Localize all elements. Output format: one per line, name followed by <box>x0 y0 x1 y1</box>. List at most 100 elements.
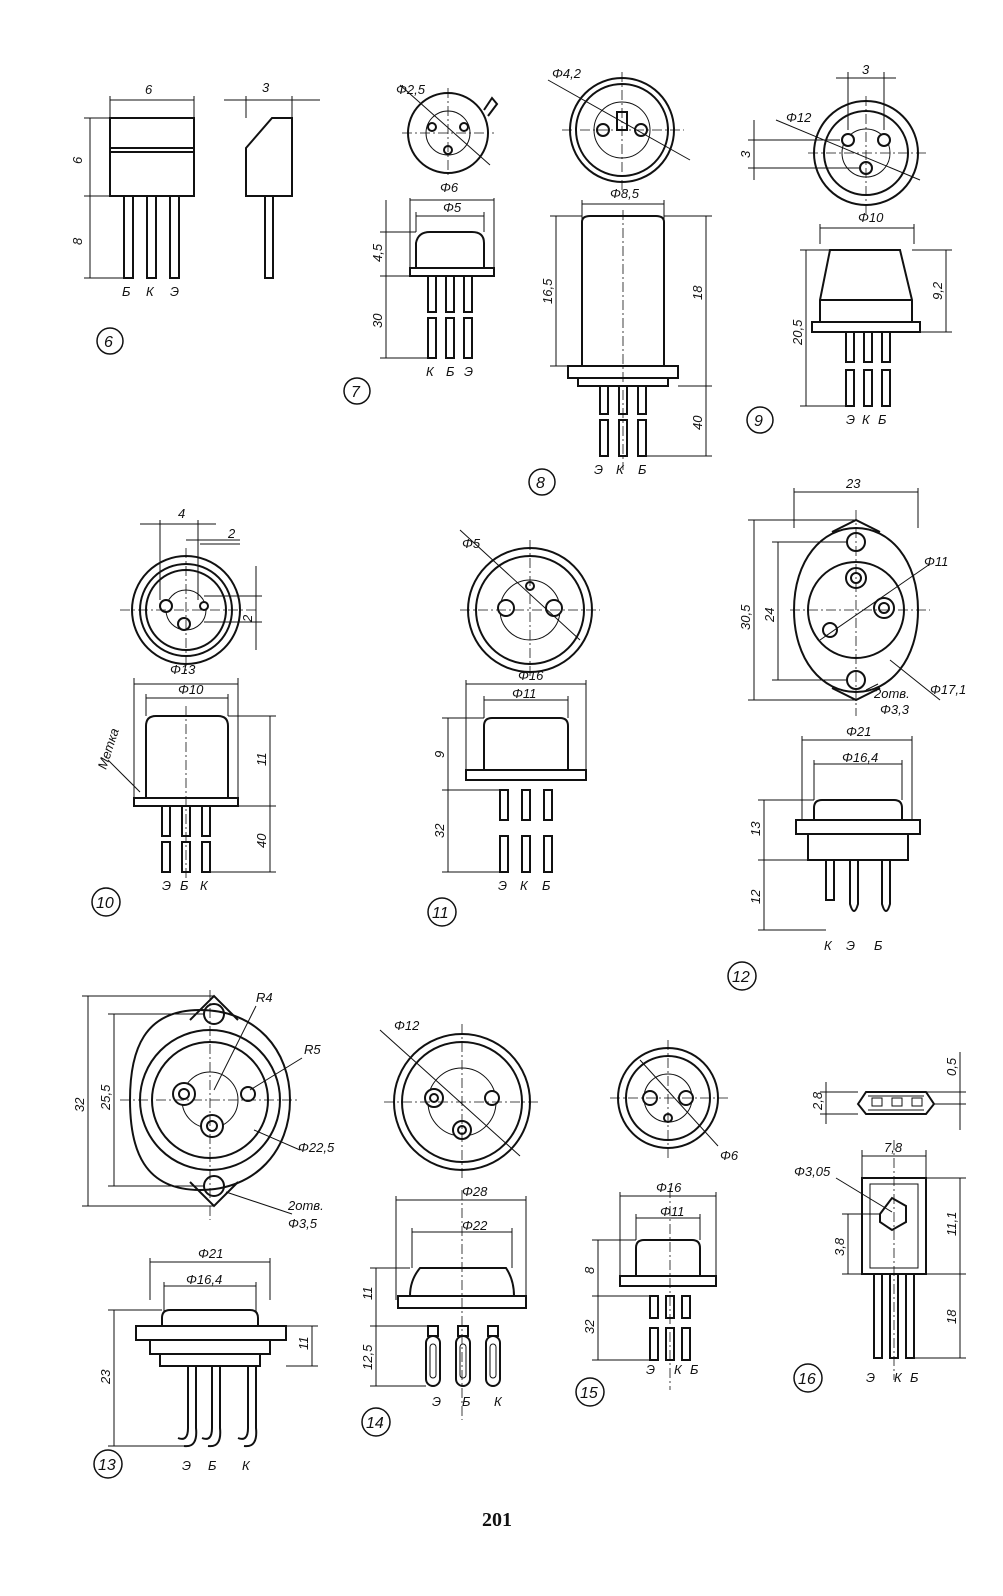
fig7-dim-d1: Φ2,5 <box>396 82 426 97</box>
fig13-pin-1: Э <box>182 1458 191 1473</box>
figure-7: Φ2,5 Φ6 Φ5 4,5 30 К Б Э 7 <box>343 82 499 405</box>
figure-6: 6 6 8 Б К Э 3 6 <box>70 80 320 355</box>
fig12-pin-3: Б <box>874 938 883 953</box>
fig12-label: 12 <box>732 969 750 986</box>
fig12-dim-w: 23 <box>845 476 861 491</box>
fig9-pin-1: Э <box>846 412 855 427</box>
figure-10: 4 2 2 Φ13 Φ10 11 40 Метка Э Б К 10 <box>91 506 276 917</box>
fig11-dim-d3: Φ11 <box>512 686 536 701</box>
fig10-pin-3: К <box>200 878 209 893</box>
fig7-dim-d2: Φ6 <box>440 180 459 195</box>
fig9-dim-d2: Φ10 <box>858 210 884 225</box>
fig15-label: 15 <box>580 1385 598 1402</box>
fig15-dim-d2: Φ16 <box>656 1180 682 1195</box>
fig16-dim-leads: 18 <box>944 1309 959 1324</box>
fig10-pin-1: Э <box>162 878 171 893</box>
fig11-pin-2: К <box>520 878 529 893</box>
fig8-pin-2: К <box>616 462 625 477</box>
fig16-dim-h: 11,1 <box>944 1212 959 1236</box>
fig11-pin-3: Б <box>542 878 551 893</box>
fig8-dim-d2: Φ8,5 <box>610 186 640 201</box>
fig8-dim-h: 16,5 <box>540 278 555 304</box>
fig9-pin-3: Б <box>878 412 887 427</box>
fig10-dim-d2: Φ10 <box>178 682 204 697</box>
fig13-dim-r1: R4 <box>256 990 273 1005</box>
fig10-label: 10 <box>96 895 114 912</box>
fig10-dim-d1: Φ13 <box>170 662 196 677</box>
fig9-dim-top: 3 <box>862 62 870 77</box>
fig15-pin-1: Э <box>646 1362 655 1377</box>
fig16-pin-3: Б <box>910 1370 919 1385</box>
fig16-dim-hole: Φ3,05 <box>794 1164 831 1179</box>
fig13-dim-hole-d: Φ3,5 <box>288 1216 318 1231</box>
fig16-pin-2: К <box>894 1370 903 1385</box>
fig10-dim-h: 11 <box>254 753 269 767</box>
fig12-dim-holes: 24 <box>762 608 777 623</box>
fig16-dim-top: 0,5 <box>944 1057 959 1076</box>
fig15-dim-d3: Φ11 <box>660 1204 684 1219</box>
fig15-dim-leads: 32 <box>582 1319 597 1334</box>
figure-12: 23 30,5 24 Φ11 2отв. Φ3,3 Φ17,1 Φ21 Φ16,… <box>727 476 966 991</box>
fig9-label: 9 <box>754 413 763 430</box>
fig8-pin-3: Б <box>638 462 647 477</box>
fig6-label: 6 <box>104 334 113 351</box>
fig12-dim-d1: Φ11 <box>924 554 948 569</box>
figure-14: Φ12 Φ28 Φ22 11 12,5 Э Б К 14 <box>360 1018 540 1437</box>
fig13-pin-2: Б <box>208 1458 217 1473</box>
fig7-dim-h: 4,5 <box>370 243 385 262</box>
fig10-dim-b: 2 <box>227 526 236 541</box>
fig7-pin-2: Б <box>446 364 455 379</box>
fig13-label: 13 <box>98 1457 116 1474</box>
fig8-dim-leads: 40 <box>690 415 705 430</box>
figure-11: Φ5 Φ16 Φ11 9 32 Э К Б 11 <box>427 529 600 927</box>
fig15-dim-h: 8 <box>582 1266 597 1274</box>
fig10-pin-2: Б <box>180 878 189 893</box>
fig13-dim-holes-n: 2отв. <box>287 1198 324 1213</box>
fig8-dim-h2: 18 <box>690 285 705 300</box>
figure-13: R4 32 25,5 R5 Φ22,5 2отв. Φ3,5 Φ21 Φ16,4… <box>72 990 335 1479</box>
page-number: 201 <box>482 1509 512 1531</box>
fig10-dim-c: 2 <box>240 614 255 623</box>
fig6-pin-2: К <box>146 284 155 299</box>
fig16-dim-w: 7,8 <box>884 1140 903 1155</box>
fig13-dim-d3: Φ16,4 <box>186 1272 222 1287</box>
fig11-dim-h: 9 <box>432 751 447 758</box>
fig13-dim-h2: 11 <box>296 1337 311 1351</box>
fig14-pin-3: К <box>494 1394 503 1409</box>
fig15-pin-2: К <box>674 1362 683 1377</box>
fig15-pin-3: Б <box>690 1362 699 1377</box>
fig7-pin-3: Э <box>464 364 473 379</box>
fig14-dim-d1: Φ12 <box>394 1018 420 1033</box>
fig11-label: 11 <box>432 905 449 922</box>
fig14-dim-d2: Φ28 <box>462 1184 488 1199</box>
fig12-dim-d2: Φ17,1 <box>930 682 966 697</box>
fig13-dim-holes: 25,5 <box>98 1084 113 1111</box>
fig13-dim-d1: Φ22,5 <box>298 1140 335 1155</box>
fig13-dim-total: 23 <box>98 1369 113 1385</box>
fig6-dim-leads: 8 <box>70 237 85 245</box>
fig7-dim-d3: Φ5 <box>443 200 462 215</box>
fig7-dim-leads: 30 <box>370 313 385 328</box>
fig16-label: 16 <box>798 1371 816 1388</box>
fig9-pin-2: К <box>862 412 871 427</box>
fig12-dim-h2: 13 <box>748 821 763 836</box>
fig14-pin-2: Б <box>462 1394 471 1409</box>
figure-8: Φ4,2 Φ8,5 16,5 18 40 Э К Б 8 <box>528 66 712 496</box>
fig10-mark-label: Метка <box>95 726 122 771</box>
fig12-pin-2: Э <box>846 938 855 953</box>
fig6-dim-width: 6 <box>145 82 153 97</box>
fig11-dim-leads: 32 <box>432 823 447 838</box>
fig12-dim-hole-d: Φ3,3 <box>880 702 910 717</box>
fig10-dim-a: 4 <box>178 506 185 521</box>
fig6-dim-thick: 3 <box>262 80 270 95</box>
fig6-pin-1: Б <box>122 284 131 299</box>
figure-16: 2,8 0,5 7,8 Φ3,05 3,8 11,1 18 Э К Б 16 <box>793 1052 966 1393</box>
fig16-dim-hole-pos: 3,8 <box>832 1237 847 1256</box>
fig13-dim-r2: R5 <box>304 1042 321 1057</box>
fig14-pin-1: Э <box>432 1394 441 1409</box>
fig7-label: 7 <box>351 384 361 401</box>
fig8-pin-1: Э <box>594 462 603 477</box>
fig14-label: 14 <box>366 1415 384 1432</box>
fig11-dim-d1: Φ5 <box>462 536 481 551</box>
